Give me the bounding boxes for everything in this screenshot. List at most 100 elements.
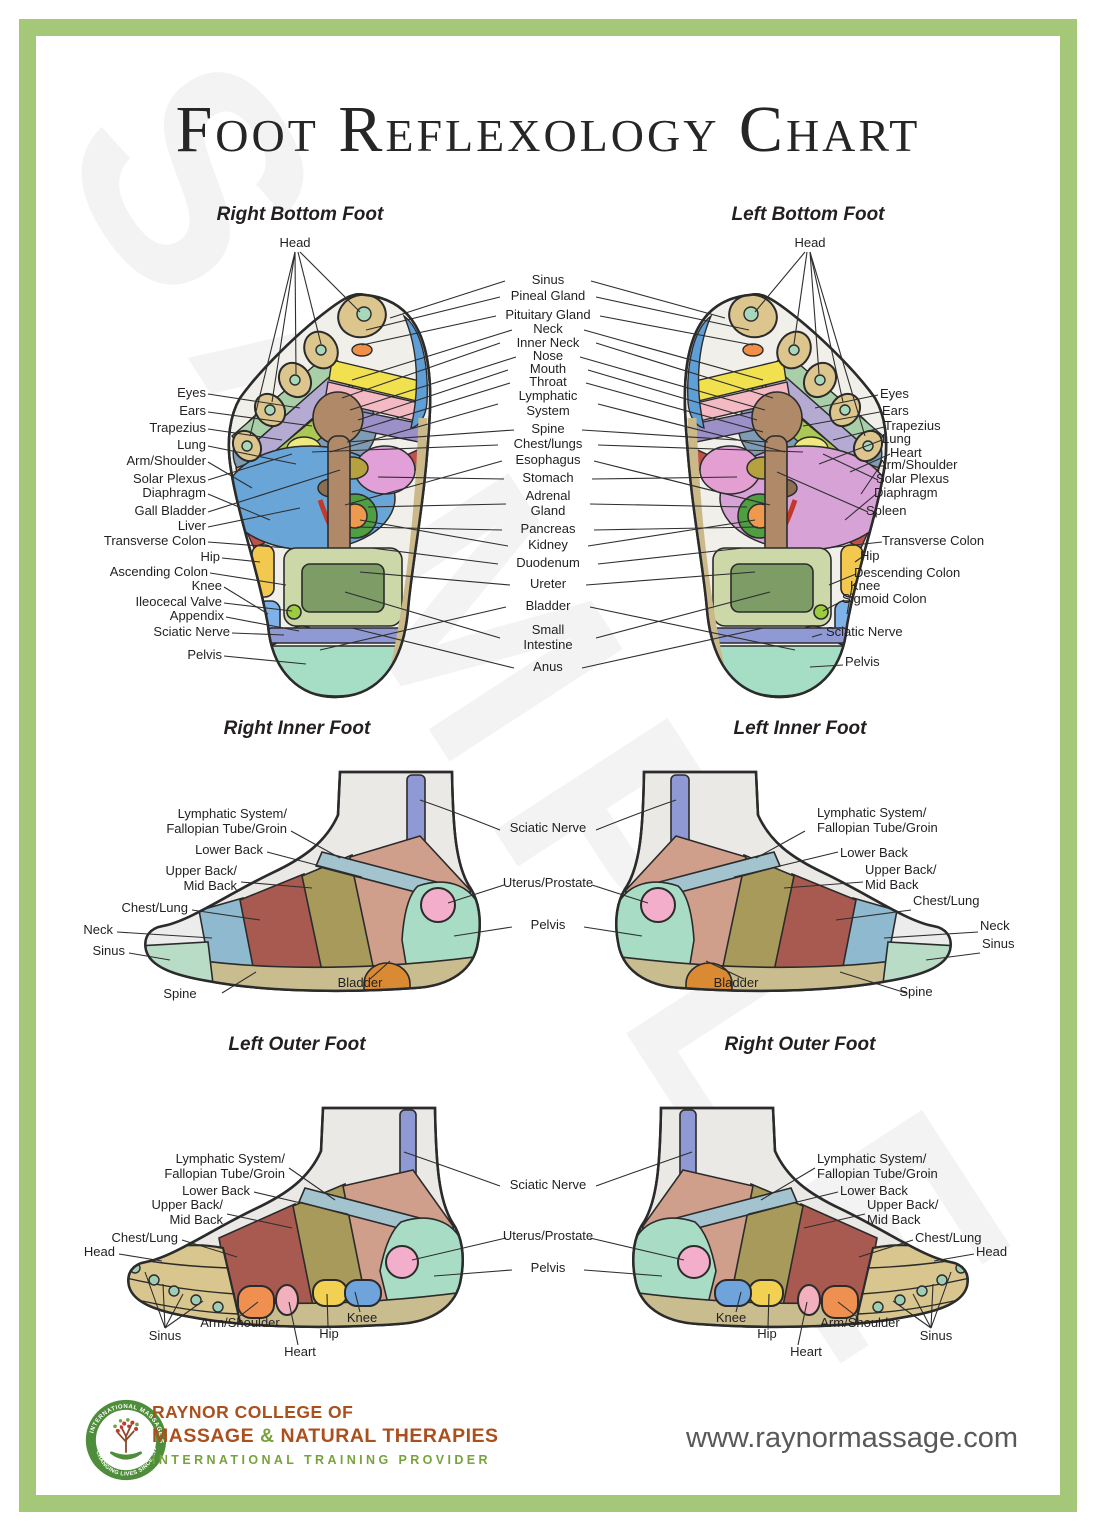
label-sinus-li: Sinus	[982, 936, 1015, 951]
label-sciatic-nerve-r: Sciatic Nerve	[153, 624, 230, 639]
label-arm-shoulder-l: Arm/Shoulder	[878, 457, 958, 472]
label-sinus-ri: Sinus	[92, 943, 125, 958]
label-stomach: Stomach	[522, 470, 574, 485]
label-pelvis-l: Pelvis	[845, 654, 880, 669]
label-appendix: Appendix	[169, 608, 224, 623]
heading-right-outer-foot: Right Outer Foot	[724, 1034, 876, 1055]
label-lymphatic-li: Lymphatic System/ Fallopian Tube/Groin	[817, 805, 938, 835]
label-knee-lo: Knee	[346, 1310, 378, 1325]
label-bladder-ri: Bladder	[337, 975, 383, 990]
label-head-lo: Head	[83, 1244, 115, 1259]
label-heart-lo: Heart	[284, 1344, 316, 1359]
leader-lines	[116, 251, 981, 1346]
college-wordmark: RAYNOR COLLEGE OF MASSAGE & NATURAL THER…	[152, 1402, 499, 1467]
label-lower-back-ro: Lower Back	[840, 1183, 908, 1198]
label-uterus-prostate-inner: Uterus/Prostate	[502, 875, 594, 890]
label-hip-ro: Hip	[757, 1326, 777, 1341]
logo-tree-icon	[110, 1418, 142, 1460]
label-chest-lung-ri: Chest/Lung	[121, 900, 189, 915]
heading-right-bottom-foot: Right Bottom Foot	[216, 204, 384, 225]
label-ears-r: Ears	[179, 403, 206, 418]
label-sciatic-nerve-l: Sciatic Nerve	[826, 624, 903, 639]
label-small-intestine: Small Intestine	[523, 622, 573, 652]
label-upper-back-li: Upper Back/ Mid Back	[865, 862, 937, 892]
label-pituitary-gland: Pituitary Gland	[505, 307, 591, 322]
label-spine-ri: Spine	[163, 986, 197, 1001]
heading-left-outer-foot: Left Outer Foot	[228, 1034, 366, 1055]
label-lymphatic-lo: Lymphatic System/ Fallopian Tube/Groin	[164, 1151, 285, 1181]
label-solar-plexus-r: Solar Plexus	[133, 471, 206, 486]
college-line2-therapies: NATURAL THERAPIES	[280, 1425, 499, 1447]
label-trapezius-l: Trapezius	[884, 418, 941, 433]
label-adrenal-gland: Adrenal Gland	[525, 488, 571, 518]
label-throat: Throat	[529, 374, 567, 389]
label-sigmoid-colon: Sigmoid Colon	[842, 591, 927, 606]
label-uterus-prostate-outer: Uterus/Prostate	[502, 1228, 594, 1243]
college-logo: INTERNATIONAL MASSAGE SCHOOL CHANGING LI…	[84, 1398, 167, 1481]
label-heart-ro: Heart	[790, 1344, 822, 1359]
label-mouth: Mouth	[529, 361, 567, 376]
label-pelvis-outer: Pelvis	[530, 1260, 566, 1275]
label-spine-li: Spine	[899, 984, 933, 999]
label-lymphatic-ro: Lymphatic System/ Fallopian Tube/Groin	[817, 1151, 938, 1181]
right-bottom-foot-figure	[220, 290, 432, 697]
label-lung-r: Lung	[177, 437, 206, 452]
label-lymphatic-ri: Lymphatic System/ Fallopian Tube/Groin	[166, 806, 287, 836]
label-neck: Neck	[533, 321, 563, 336]
label-neck-ri: Neck	[83, 922, 113, 937]
label-solar-plexus-l: Solar Plexus	[876, 471, 949, 486]
label-sinus-ro: Sinus	[919, 1328, 953, 1343]
label-pancreas: Pancreas	[520, 521, 576, 536]
label-chest-lung-lo: Chest/Lung	[111, 1230, 179, 1245]
label-kidney: Kidney	[528, 537, 568, 552]
label-pineal-gland: Pineal Gland	[510, 288, 586, 303]
label-diaphragm-r: Diaphragm	[142, 485, 206, 500]
label-esophagus: Esophagus	[515, 452, 581, 467]
label-lower-back-li: Lower Back	[840, 845, 908, 860]
label-transverse-colon-l: Transverse Colon	[882, 533, 985, 548]
label-trapezius-r: Trapezius	[149, 420, 206, 435]
label-head-right: Head	[279, 235, 311, 250]
label-descending-colon: Descending Colon	[854, 565, 961, 580]
label-sinus: Sinus	[531, 272, 565, 287]
label-arm-shoulder-r: Arm/Shoulder	[126, 453, 206, 468]
heading-right-inner-foot: Right Inner Foot	[223, 718, 371, 739]
label-ileocecal-valve: Ileocecal Valve	[135, 594, 222, 609]
label-chest-lung-ro: Chest/Lung	[915, 1230, 982, 1245]
college-line3: INTERNATIONAL TRAINING PROVIDER	[152, 1453, 491, 1467]
label-sciatic-nerve-outer: Sciatic Nerve	[509, 1177, 587, 1192]
label-hip-l: Hip	[860, 548, 880, 563]
label-duodenum: Duodenum	[516, 555, 580, 570]
label-neck-li: Neck	[980, 918, 1010, 933]
label-gall-bladder: Gall Bladder	[134, 503, 206, 518]
label-nose: Nose	[532, 348, 564, 363]
label-spleen: Spleen	[866, 503, 907, 518]
label-sinus-lo: Sinus	[148, 1328, 182, 1343]
label-knee-r: Knee	[191, 578, 222, 593]
label-bladder-li: Bladder	[713, 975, 759, 990]
label-diaphragm-l: Diaphragm	[874, 485, 938, 500]
label-hip-r: Hip	[200, 549, 220, 564]
label-lung-l: Lung	[882, 431, 911, 446]
label-transverse-colon-r: Transverse Colon	[103, 533, 206, 548]
heading-left-bottom-foot: Left Bottom Foot	[731, 204, 885, 225]
label-anus: Anus	[533, 659, 563, 674]
label-knee-ro: Knee	[715, 1310, 747, 1325]
college-line2-massage: MASSAGE	[152, 1425, 255, 1447]
label-lymphatic-system: Lymphatic System	[518, 388, 578, 418]
website-url: www.raynormassage.com	[686, 1422, 1018, 1454]
label-eyes-l: Eyes	[880, 386, 909, 401]
label-eyes-r: Eyes	[177, 385, 206, 400]
label-head-left: Head	[794, 235, 826, 250]
label-chest-lung-li: Chest/Lung	[913, 893, 980, 908]
label-sciatic-nerve-inner: Sciatic Nerve	[509, 820, 587, 835]
label-inner-neck: Inner Neck	[516, 335, 580, 350]
heading-left-inner-foot: Left Inner Foot	[733, 718, 867, 739]
label-spine: Spine	[531, 421, 565, 436]
label-arm-shoulder-lo: Arm/Shoulder	[200, 1315, 280, 1330]
label-pelvis-r: Pelvis	[187, 647, 222, 662]
label-head-ro: Head	[976, 1244, 1008, 1259]
label-knee-l: Knee	[850, 578, 881, 593]
label-chest-lungs: Chest/lungs	[513, 436, 583, 451]
label-hip-lo: Hip	[319, 1326, 339, 1341]
